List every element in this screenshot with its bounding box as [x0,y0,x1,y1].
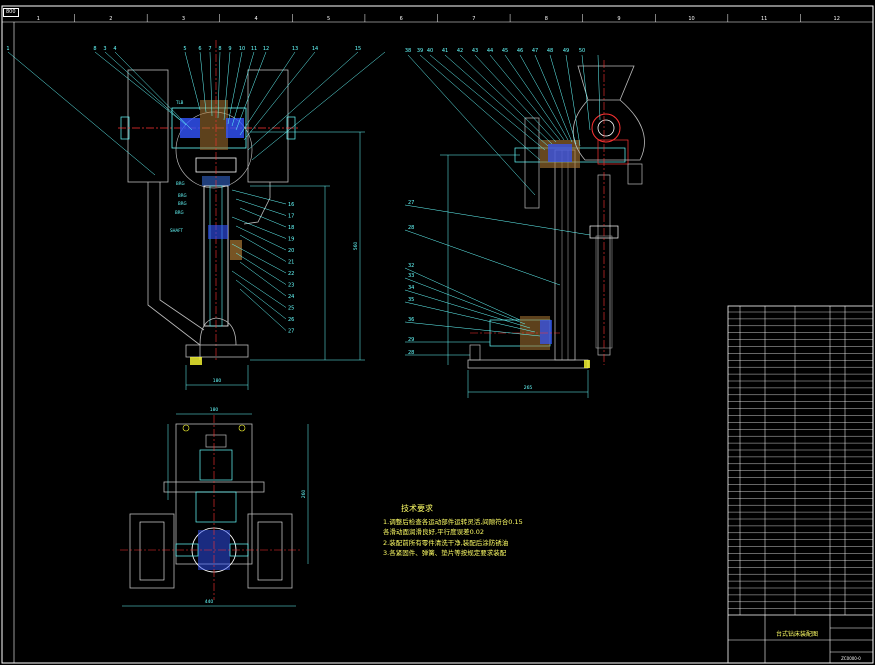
right-motor-housing [247,69,289,183]
drawing-border [1,5,874,664]
front-balloon: 13 [292,46,298,52]
side-balloon: 42 [457,48,463,54]
side-left-label: 32 [408,263,414,269]
front-view: TLB BRG BRG BRG BRG SHAFT [7,40,386,390]
front-right-label: 23 [288,283,294,289]
side-left-label: 27 [408,200,414,206]
tech-note-2: 各滑动面润滑良好,平行度误差0.02 [383,528,485,536]
svg-text:BRG: BRG [178,193,187,198]
zone-number: 1 [37,16,40,22]
side-balloon: 45 [502,48,508,54]
side-left-label: 34 [408,285,414,291]
side-left-label: 28 [408,350,414,356]
left-motor-housing [127,69,169,183]
front-right-label: 25 [288,306,294,312]
svg-text:BRG: BRG [175,210,184,215]
zone-number: 9 [617,16,620,22]
zone-number: 10 [688,16,694,22]
dim-plan-height: 260 [301,490,307,499]
dim-plan-total: 440 [205,599,214,605]
side-balloon: 41 [442,48,448,54]
tech-note-1: 1.调整后检查各运动部件运转灵活,间隙符合0.15 [383,517,523,526]
side-balloon: 39 [417,48,423,54]
zone-number: 12 [834,16,840,22]
tech-note-4: 3.各紧固件、弹簧、垫片等按规定要求装配 [383,549,507,557]
side-left-label: 35 [408,297,414,303]
front-balloon: 4 [113,46,116,52]
side-balloon: 49 [563,48,569,54]
side-balloon: 43 [472,48,478,54]
tech-note-3: 2.装配前所有零件清洗干净,装配后涂防锈油 [383,538,509,547]
front-right-label: 19 [288,237,294,243]
column-zone-ticks [74,14,801,22]
side-left-label: 33 [408,273,414,279]
side-balloon: 44 [487,48,493,54]
dim-front-height: 560 [353,242,359,251]
side-left-label: 28 [408,225,414,231]
front-balloon: 12 [263,46,269,52]
zone-number: 5 [327,16,330,22]
tech-title: 技术要求 [401,504,433,513]
corner-tag: 800 [3,8,19,17]
front-right-label: 21 [288,260,294,266]
zone-number: 4 [254,16,257,22]
front-balloon: 3 [103,46,106,52]
svg-text:SHAFT: SHAFT [170,228,184,233]
dim-side-width: 265 [524,385,533,391]
front-balloon: 9 [228,46,231,52]
front-right-label: 20 [288,248,294,254]
side-balloon: 46 [517,48,523,54]
side-left-label: 36 [408,317,414,323]
front-right-label: 17 [288,214,294,220]
parts-list [727,305,874,664]
dim-front-width: 180 [213,378,222,384]
side-balloon: 48 [547,48,553,54]
front-balloon: 10 [239,46,245,52]
side-left-label: 29 [408,337,414,343]
title-block-name: 台式钻床装配图 [776,630,818,638]
zone-number: 2 [109,16,112,22]
front-right-label: 27 [288,329,294,335]
svg-text:TLB: TLB [175,100,184,105]
front-right-label: 16 [288,202,294,208]
front-balloon: 5 [183,46,186,52]
svg-text:BRG: BRG [178,201,187,206]
svg-text:BRG: BRG [176,181,185,186]
technical-requirements: 技术要求 1.调整后检查各运动部件运转灵活,间隙符合0.15 各滑动面润滑良好,… [383,504,523,559]
plan-view [120,413,309,607]
side-view [404,54,645,398]
zone-number: 8 [545,16,548,22]
side-balloon: 47 [532,48,538,54]
front-right-label: 24 [288,294,294,300]
front-right-label: 26 [288,317,294,323]
dim-plan-width: 180 [210,407,219,413]
title-block-drawing-no: ZC0000-0 [841,656,861,661]
zone-number: 3 [182,16,185,22]
front-balloon: 6 [198,46,201,52]
side-balloon: 40 [427,48,433,54]
side-balloon: 38 [405,48,411,54]
zone-number: 7 [472,16,475,22]
front-balloon: 11 [251,46,257,52]
front-balloon: 8 [218,46,221,52]
front-balloon: 7 [208,46,211,52]
front-balloon: 15 [355,46,361,52]
zone-number: 6 [400,16,403,22]
front-right-label: 18 [288,225,294,231]
front-balloon: 8 [93,46,96,52]
front-balloon: 1 [6,46,9,52]
front-balloon: 14 [312,46,318,52]
zone-number: 11 [761,16,767,22]
front-right-label: 22 [288,271,294,277]
side-balloon: 50 [579,48,585,54]
